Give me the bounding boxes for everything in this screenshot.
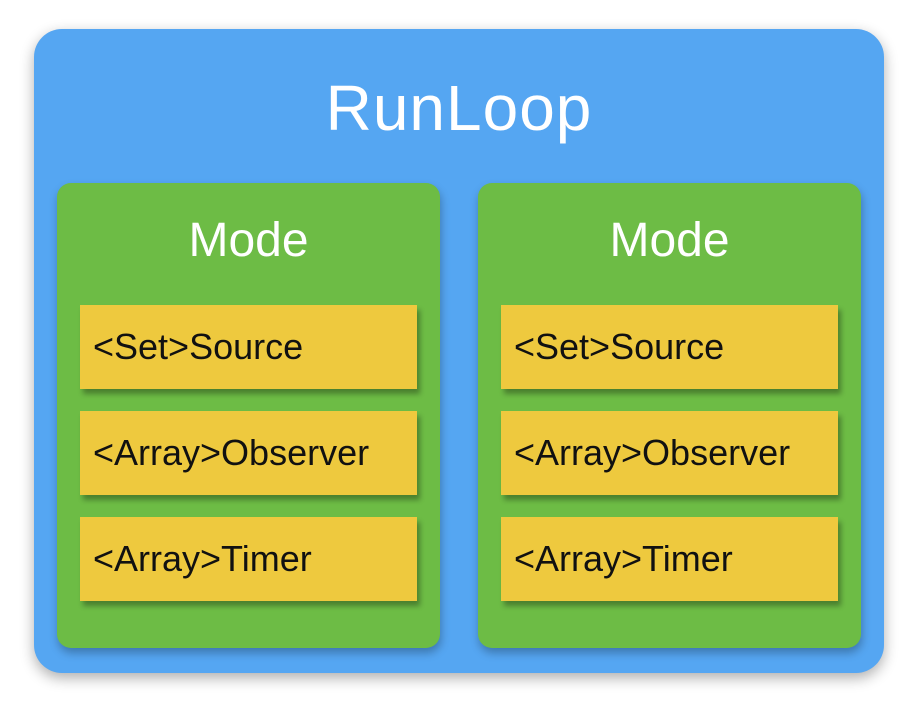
item-array-observer: <Array>Observer [501,411,838,495]
runloop-container: RunLoop Mode <Set>Source <Array>Observer… [34,29,884,673]
runloop-title: RunLoop [325,72,593,144]
item-set-source: <Set>Source [80,305,417,389]
item-array-timer: <Array>Timer [80,517,417,601]
item-set-source: <Set>Source [501,305,838,389]
mode-box-left: Mode <Set>Source <Array>Observer <Array>… [57,183,440,648]
item-array-observer: <Array>Observer [80,411,417,495]
mode-item-list: <Set>Source <Array>Observer <Array>Timer [80,305,417,601]
mode-item-list: <Set>Source <Array>Observer <Array>Timer [501,305,838,601]
modes-row: Mode <Set>Source <Array>Observer <Array>… [57,183,861,648]
item-array-timer: <Array>Timer [501,517,838,601]
mode-title: Mode [609,214,730,267]
mode-box-right: Mode <Set>Source <Array>Observer <Array>… [478,183,861,648]
mode-title: Mode [188,214,309,267]
